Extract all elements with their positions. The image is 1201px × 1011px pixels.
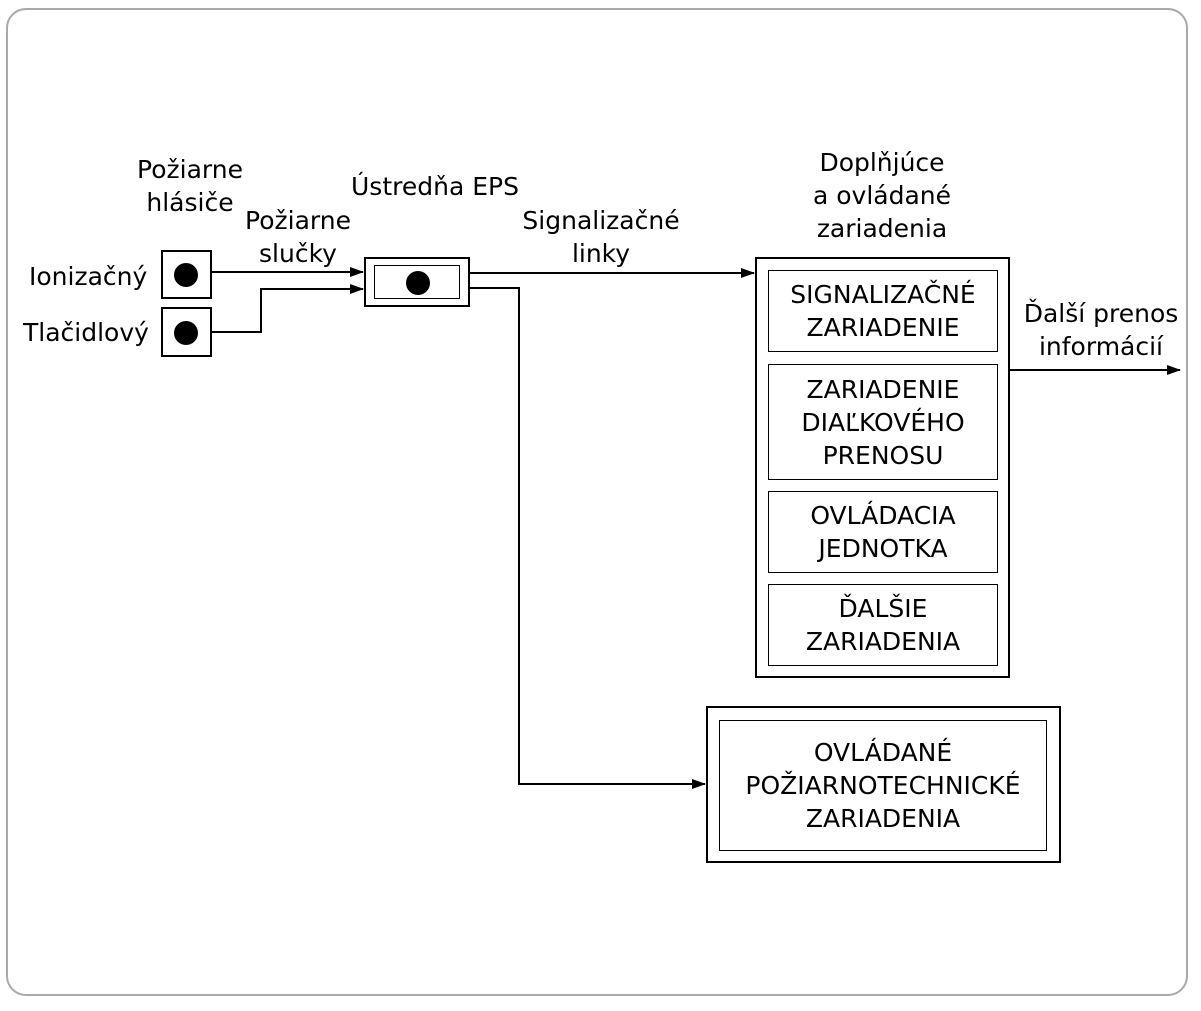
fire-equipment-line1: OVLÁDANÉ: [813, 738, 953, 767]
loop-line-button: [212, 284, 364, 333]
device-other-line1: ĎALŠIE: [838, 594, 928, 623]
loops-label: Požiarne slučky: [236, 204, 360, 270]
device-remote-transmission: ZARIADENIE DIAĽKOVÉHO PRENOSU: [768, 364, 998, 480]
ionization-detector: [161, 250, 212, 299]
diagram-frame: [6, 8, 1188, 996]
panel-label: Ústredňa EPS: [351, 172, 519, 201]
device-signaling-line2: ZARIADENIE: [806, 313, 960, 342]
control-panel-dot: [406, 271, 430, 295]
supplementary-label-line2: a ovládané: [812, 181, 952, 210]
detectors-label-line2: hlásiče: [146, 188, 234, 217]
device-remote-line3: PRENOSU: [822, 440, 944, 470]
further-transmission-line2: informácií: [1038, 332, 1164, 361]
supplementary-label-line3: zariadenia: [816, 214, 948, 243]
signal-lines-label: Signalizačné linky: [508, 204, 694, 270]
device-control-line1: OVLÁDACIA: [810, 501, 956, 530]
detectors-label-line1: Požiarne: [137, 155, 243, 184]
signal-lines-label-line2: linky: [571, 239, 631, 268]
loops-label-line1: Požiarne: [245, 206, 351, 235]
button-detector: [161, 307, 212, 357]
supplementary-devices-box: [755, 257, 1010, 678]
loops-label-line2: slučky: [259, 239, 337, 268]
device-signaling: SIGNALIZAČNÉ ZARIADENIE: [768, 270, 998, 352]
fire-equipment-inner: OVLÁDANÉ POŽIARNOTECHNICKÉ ZARIADENIA: [719, 720, 1047, 851]
control-line: [469, 287, 706, 789]
fire-equipment-line2: POŽIARNOTECHNICKÉ: [745, 771, 1021, 800]
fire-equipment-line3: ZARIADENIA: [805, 804, 961, 833]
device-signaling-line1: SIGNALIZAČNÉ: [790, 280, 976, 309]
supplementary-label: Doplňjúce a ovládané zariadenia: [800, 146, 964, 245]
button-detector-dot: [174, 321, 198, 345]
signal-lines-label-line1: Signalizačné: [522, 206, 680, 235]
device-control-line2: JEDNOTKA: [818, 534, 948, 563]
ionization-detector-dot: [174, 263, 198, 287]
fire-equipment-box: [706, 706, 1061, 863]
further-transmission-label: Ďalší prenos informácií: [1016, 297, 1186, 363]
device-other: ĎALŠIE ZARIADENIA: [768, 584, 998, 666]
control-panel: [364, 257, 470, 307]
supplementary-label-line1: Doplňjúce: [819, 148, 945, 177]
detectors-label: Požiarne hlásiče: [128, 153, 252, 219]
device-remote-line1: ZARIADENIE: [806, 374, 960, 404]
device-other-line2: ZARIADENIA: [805, 627, 961, 656]
further-transmission-line1: Ďalší prenos: [1023, 299, 1179, 328]
button-label: Tlačidlový: [23, 318, 149, 347]
device-control-unit: OVLÁDACIA JEDNOTKA: [768, 491, 998, 573]
control-panel-inner: [374, 265, 460, 299]
device-remote-line2: DIAĽKOVÉHO: [801, 407, 965, 437]
ionization-label: Ionizačný: [29, 262, 148, 291]
